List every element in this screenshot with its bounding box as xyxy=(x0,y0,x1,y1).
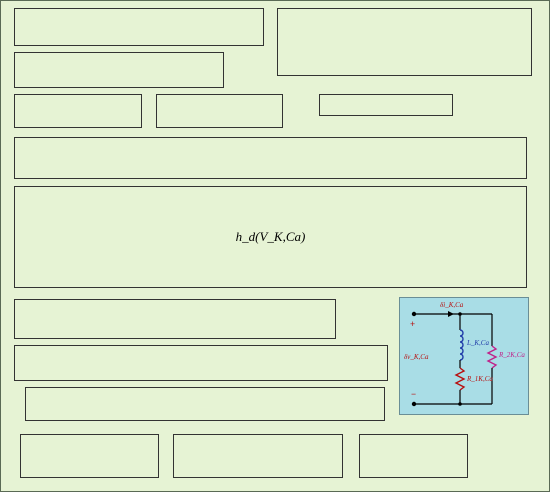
r1-equation-box xyxy=(173,434,343,478)
md-equation-box xyxy=(14,299,336,339)
hd-equation-box: h_d(V_K,Ca) xyxy=(14,186,527,288)
mdd-equation-box xyxy=(14,345,388,381)
a12-equation xyxy=(157,95,282,127)
l-equation xyxy=(21,435,158,477)
junction-top xyxy=(458,312,462,316)
terminal-bottom xyxy=(411,401,417,407)
m-equation-box xyxy=(14,8,264,46)
h-equation-box xyxy=(277,8,532,76)
hd-equation: h_d(V_K,Ca) xyxy=(235,229,306,244)
b11-equation xyxy=(320,95,452,115)
inductor-coil xyxy=(459,329,464,361)
mdd-equation xyxy=(15,346,387,380)
current-label: δi_K,Ca xyxy=(440,301,464,309)
ca-equation-box xyxy=(14,52,224,88)
r2-equation-box xyxy=(359,434,468,478)
current-arrow xyxy=(448,311,454,317)
resistor-2-zigzag xyxy=(486,345,498,369)
b12-equation-box xyxy=(14,137,527,179)
m-equation xyxy=(15,9,263,45)
voltage-label: δv_K,Ca xyxy=(404,353,429,361)
a12-equation-box xyxy=(156,94,283,128)
mddd-equation xyxy=(26,388,384,420)
resistor-1-zigzag xyxy=(454,367,466,391)
mddd-equation-box xyxy=(25,387,385,421)
junction-bottom xyxy=(458,402,462,406)
inductor-label: L_K,Ca xyxy=(467,339,489,347)
terminal-top xyxy=(411,311,417,317)
ca-equation xyxy=(15,53,223,87)
minus-sign: − xyxy=(411,389,417,399)
resistor-2-label: R_2K,Ca xyxy=(499,351,525,359)
a11-equation-box xyxy=(14,94,142,128)
circuit-schematic xyxy=(411,311,498,407)
b12-equation xyxy=(15,138,526,178)
r2-equation xyxy=(360,435,467,477)
h-equation xyxy=(278,9,531,75)
a11-equation xyxy=(15,95,141,127)
md-equation xyxy=(15,300,335,338)
resistor-1-label: R_1K,Ca xyxy=(467,375,493,383)
b11-equation-box xyxy=(319,94,453,116)
r1-equation xyxy=(174,435,342,477)
plus-sign: + xyxy=(410,319,416,329)
l-equation-box xyxy=(20,434,159,478)
circuit-diagram: δi_K,Ca + δv_K,Ca − L_K,Ca R_1K,Ca R_2K,… xyxy=(399,297,529,415)
